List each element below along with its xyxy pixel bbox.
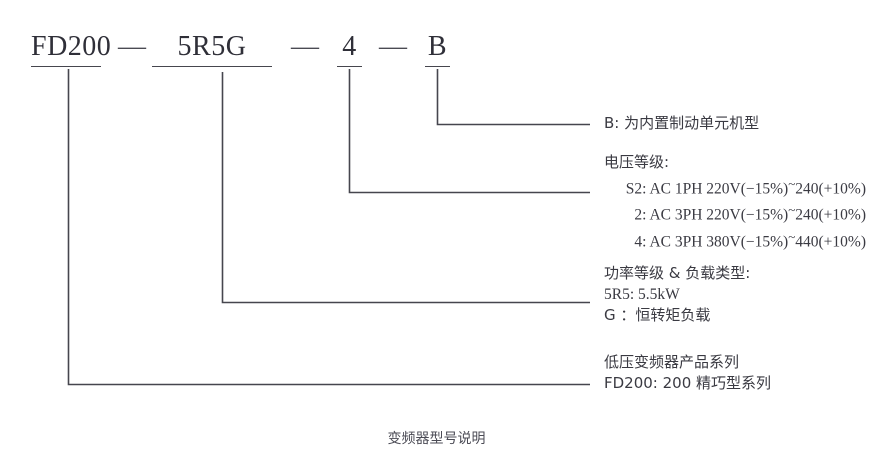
model-segment-series: FD200 — [31, 30, 111, 67]
model-segment-voltage: 4 — [337, 30, 362, 67]
annotation-voltage-line-2: 2: AC 3PH 220V(−15%)~240(+10%) — [634, 202, 866, 224]
leader-line-series — [67, 69, 590, 386]
model-segment-power: 5R5G — [152, 30, 272, 67]
model-separator-1: — — [118, 31, 146, 62]
annotation-series-heading: 低压变频器产品系列 — [604, 353, 740, 371]
tilde-range-separator: ~ — [788, 202, 796, 218]
leader-line-brake — [436, 69, 590, 126]
model-number-row: FD200 — 5R5G — 4 — B — [0, 30, 500, 70]
annotation-power-line-load: G ：恒转矩负载 — [604, 306, 711, 324]
model-segment-brake: B — [425, 30, 450, 67]
model-separator-3: — — [379, 31, 407, 62]
leader-line-power — [221, 72, 590, 304]
annotation-voltage-line-s2: S2: AC 1PH 220V(−15%)~240(+10%) — [625, 176, 866, 198]
leader-line-voltage — [348, 69, 590, 194]
tilde-range-separator: ~ — [788, 228, 796, 244]
tilde-range-separator: ~ — [788, 176, 796, 191]
annotation-power: 功率等级 & 负载类型: 5R5: 5.5kW G ：恒转矩负载 — [604, 263, 750, 326]
annotation-power-line-kw: 5R5: 5.5kW — [604, 286, 680, 303]
annotation-brake-line: B: 为内置制动单元机型 — [604, 114, 760, 132]
annotation-voltage-line-4: 4: AC 3PH 380V(−15%)~440(+10%) — [634, 228, 866, 251]
annotation-voltage-heading: 电压等级: — [604, 153, 670, 171]
annotation-series: 低压变频器产品系列 FD200: 200 精巧型系列 — [604, 352, 771, 394]
diagram-caption: 变频器型号说明 — [387, 431, 486, 447]
annotation-power-heading: 功率等级 & 负载类型: — [604, 264, 751, 282]
annotation-series-line: FD200: 200 精巧型系列 — [604, 374, 772, 392]
annotation-voltage: 电压等级: S2: AC 1PH 220V(−15%)~240(+10%) 2:… — [604, 152, 866, 252]
model-separator-2: — — [291, 31, 319, 62]
annotation-brake: B: 为内置制动单元机型 — [604, 113, 759, 134]
